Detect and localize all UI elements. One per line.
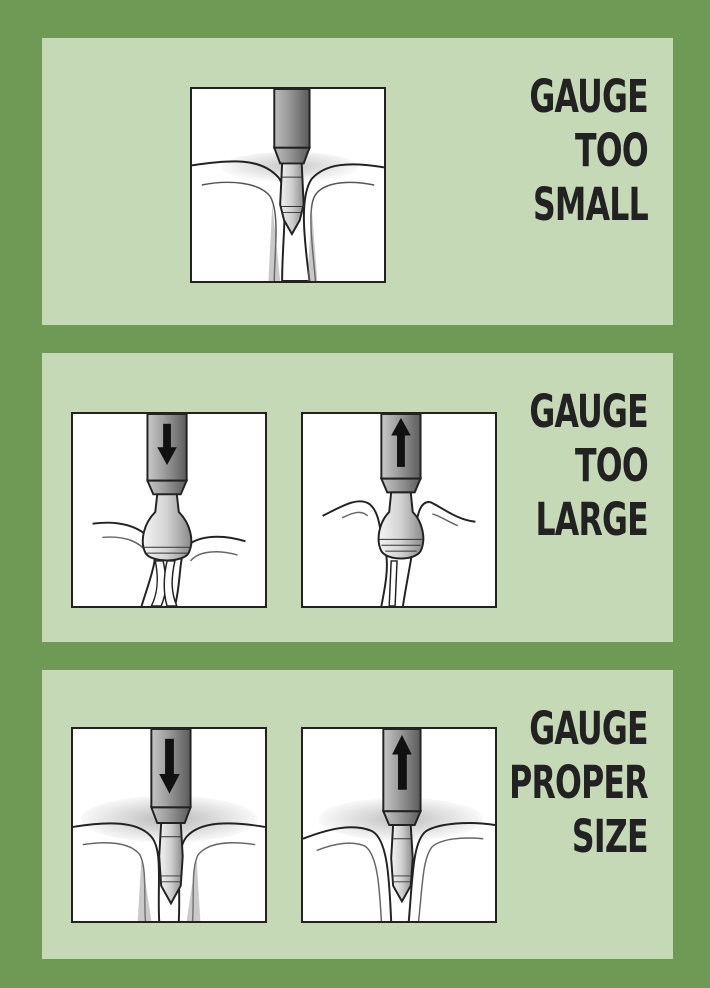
label-line: SIZE: [509, 810, 648, 864]
gauge-proper-size-insert-drawing: [73, 729, 265, 921]
illustration-too-large-insert: [71, 412, 267, 608]
label-gauge-proper-size: GAUGE PROPER SIZE: [509, 702, 648, 864]
panel-gauge-too-large: GAUGE TOO LARGE: [42, 353, 673, 642]
gauge-too-small-drawing: [192, 89, 384, 281]
panel-gauge-proper-size: GAUGE PROPER SIZE: [42, 670, 673, 959]
label-line: TOO: [529, 124, 648, 178]
label-line: GAUGE: [529, 385, 648, 439]
label-gauge-too-large: GAUGE TOO LARGE: [529, 385, 648, 547]
label-line: LARGE: [529, 493, 648, 547]
illustration-proper-size-withdraw: [301, 727, 497, 923]
label-line: GAUGE: [509, 702, 648, 756]
illustration-too-large-withdraw: [301, 412, 497, 608]
label-line: TOO: [529, 439, 648, 493]
illustration-proper-size-insert: [71, 727, 267, 923]
label-gauge-too-small: GAUGE TOO SMALL: [529, 70, 648, 232]
label-line: SMALL: [529, 178, 648, 232]
panel-gauge-too-small: GAUGE TOO SMALL: [42, 38, 673, 325]
gauge-too-large-insert-drawing: [73, 414, 265, 606]
label-line: PROPER: [509, 756, 648, 810]
label-line: GAUGE: [529, 70, 648, 124]
illustration-too-small: [190, 87, 386, 283]
gauge-proper-size-withdraw-drawing: [303, 729, 495, 921]
gauge-too-large-withdraw-drawing: [303, 414, 495, 606]
